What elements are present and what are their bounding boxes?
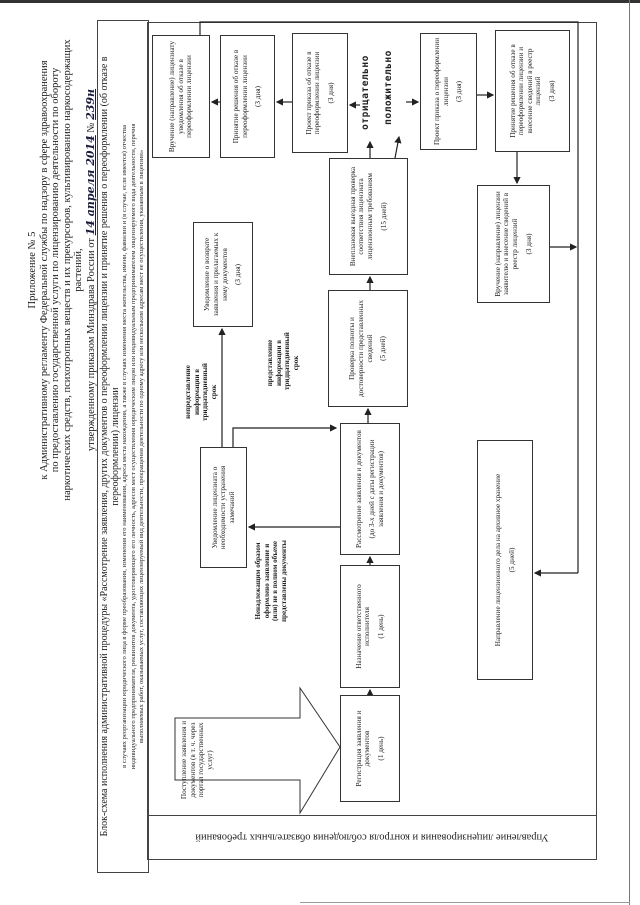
box-text: Регистрация заявления и документов	[354, 710, 372, 787]
box-duration: (5 дней)	[507, 547, 516, 573]
box-verification: Проверка полноты и достоверности предста…	[328, 290, 408, 407]
box-duration: (3 дня)	[547, 80, 556, 102]
label-provided: представление информации в тридцатидневн…	[266, 332, 300, 390]
box-text: Рассмотрение заявления и документов	[354, 430, 363, 548]
box-assignment: Назначение ответственного исполнителя (1…	[340, 565, 400, 688]
box-inspection: Внеплановая выездная проверка соответств…	[329, 158, 408, 275]
box-notify-return: Уведомление о возврате заявления и прила…	[193, 222, 253, 327]
box-duration: (3 дня)	[455, 81, 464, 102]
box-draft-refusal: Проект приказа об отказе в переоформлени…	[292, 33, 348, 153]
box-text: Принятие решения об отказе в переоформле…	[508, 44, 543, 138]
label-positive: положительно	[383, 50, 394, 125]
box-decision-reissue: Принятие решения об отказе в переоформле…	[495, 30, 570, 152]
arrow-notify-provided	[232, 424, 338, 447]
box-duration: (15 дней)	[379, 202, 388, 231]
box-duration: (3 дня)	[326, 82, 335, 104]
arrow-inspection-positive	[394, 135, 402, 159]
box-draft-reissue: Проект приказа о переоформлении лицензии…	[420, 33, 477, 150]
box-registration: Регистрация заявления и документов (1 де…	[340, 695, 400, 802]
label-improper: Ненадлежащим образом оформлено заявление…	[254, 540, 288, 622]
box-text: Уведомление лицензиата о необходимости у…	[210, 465, 236, 550]
box-text: Проект приказа об отказе в переоформлени…	[304, 51, 322, 135]
box-review: Рассмотрение заявления и документов (до …	[340, 423, 400, 555]
box-duration: (3 дня)	[524, 233, 533, 255]
box-text: Проверка полноты и достоверности предста…	[348, 300, 374, 397]
box-duration: (3 дня)	[254, 86, 263, 107]
connector-refusal-to-archive	[199, 21, 579, 573]
box-text: Направление лицензионного дела на архивн…	[493, 473, 502, 647]
box-text: Принятие решения об отказе в переоформле…	[232, 49, 249, 144]
box-notify-fix: Уведомление лицензиата о необходимости у…	[200, 447, 247, 568]
box-archive: Направление лицензионного дела на архивн…	[477, 440, 533, 680]
box-text: Внеплановая выездная проверка соответств…	[348, 166, 374, 267]
box-deliver-refusal: Вручение (направление) лицензиату уведом…	[152, 35, 210, 158]
box-text: Вручение (направление) лицензии заявител…	[493, 191, 519, 297]
box-text: Назначение ответственного исполнителя	[354, 584, 372, 669]
box-duration: (до 3-х дней с даты регистрации заявлени…	[368, 439, 385, 539]
box-duration: (1 день)	[376, 736, 385, 761]
scan-edge-bottom	[300, 902, 630, 903]
box-decision-refusal: Принятие решения об отказе в переоформле…	[220, 35, 275, 158]
receipt-block-arrow	[174, 686, 341, 815]
box-duration: (1 день)	[376, 614, 385, 639]
label-negative: отрицательно	[360, 55, 371, 130]
scan-edge-top	[0, 0, 640, 3]
box-text: Проект приказа о переоформлении лицензии	[433, 37, 450, 146]
scan-edge-right	[629, 0, 630, 905]
box-duration: (5 дней)	[379, 336, 388, 361]
label-not-provided: непредставление информации в тридцатидне…	[184, 363, 218, 421]
box-text: Вручение (направление) лицензиату уведом…	[168, 40, 194, 153]
receipt-text: Поступление заявления и документов (в т.…	[180, 720, 214, 800]
box-text: Уведомление о возврате заявления и прила…	[203, 232, 229, 317]
box-duration: (3 дня)	[234, 264, 243, 285]
box-deliver-license: Вручение (направление) лицензии заявител…	[477, 185, 550, 303]
